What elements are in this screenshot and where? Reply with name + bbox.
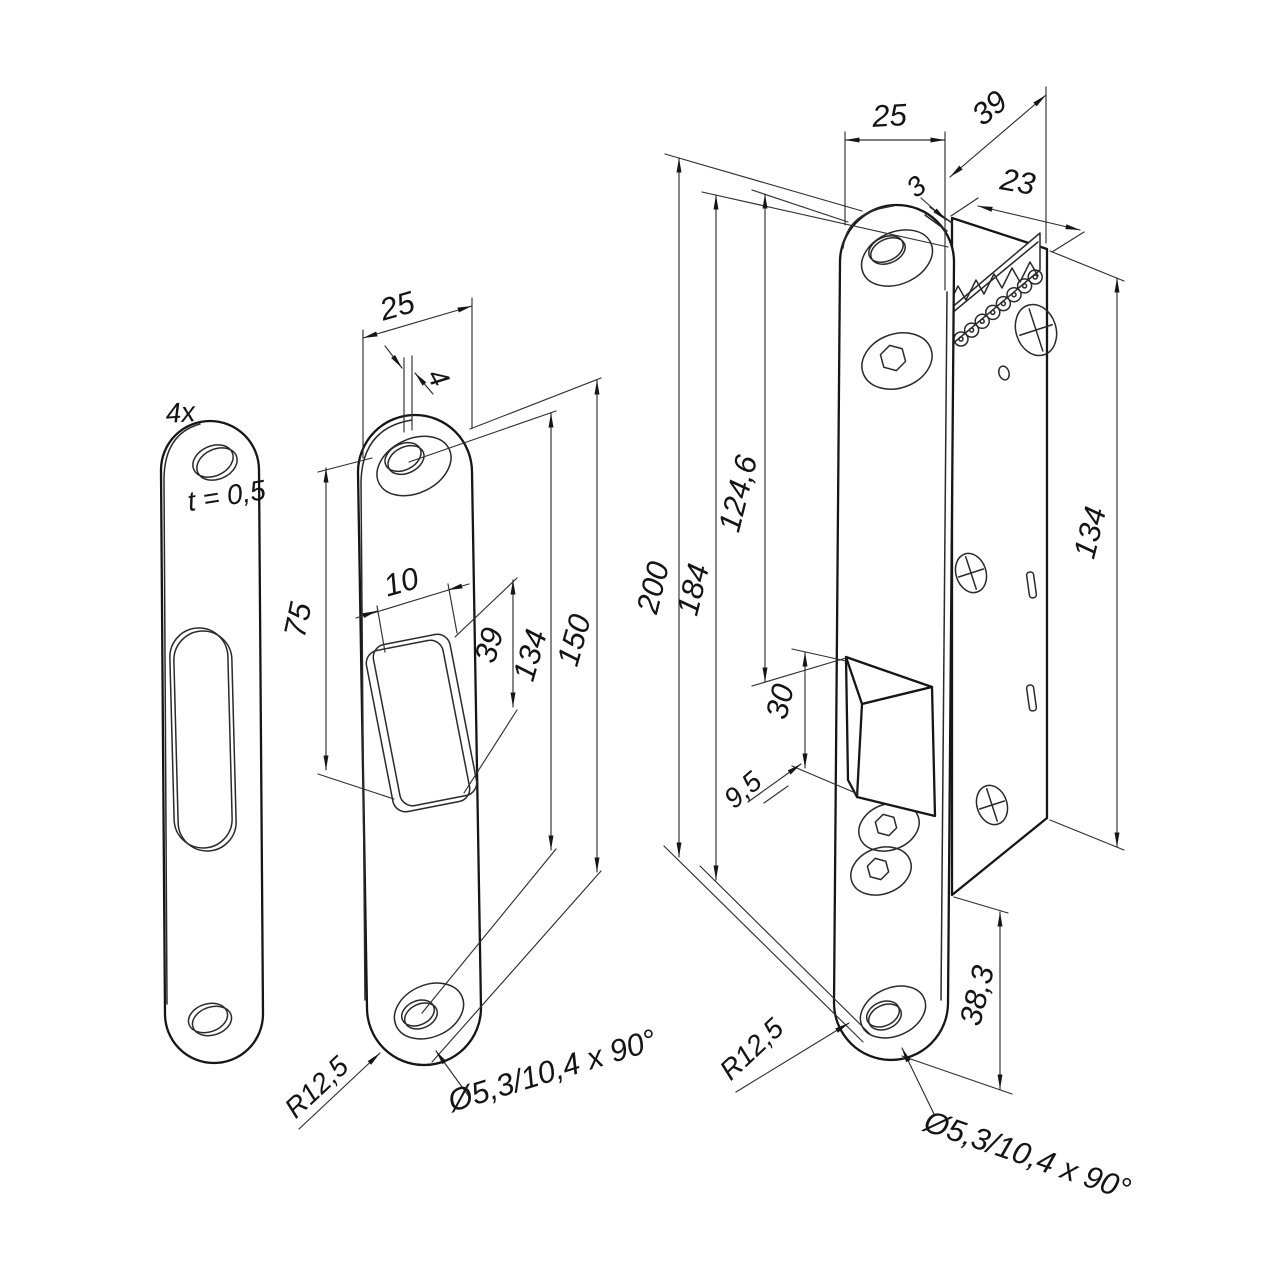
dim-lock-depth: 39 bbox=[965, 83, 1014, 132]
body-slot-1 bbox=[1025, 571, 1038, 599]
terminal-screws bbox=[953, 269, 1043, 347]
phillips-screw-top bbox=[1014, 303, 1058, 357]
dim-strike-length: 150 bbox=[550, 610, 598, 669]
lock-unit-dimensions bbox=[663, 86, 1125, 1115]
shim-plate-view bbox=[159, 419, 265, 1065]
body-small-hole bbox=[998, 365, 1010, 381]
dim-lock-body-length: 134 bbox=[1067, 503, 1113, 562]
dim-lock-body-to-end: 38,3 bbox=[953, 962, 1002, 1029]
hex-screw-lower-2 bbox=[850, 846, 912, 896]
shim-quantity-label: 4x bbox=[165, 396, 198, 429]
lock-body-side-face bbox=[950, 216, 1049, 897]
dim-lock-radius: R12,5 bbox=[714, 1012, 790, 1086]
hex-screw-upper bbox=[861, 332, 933, 390]
dim-strike-width: 25 bbox=[375, 284, 419, 328]
lock-unit-view bbox=[832, 203, 1058, 1062]
phillips-screw-mid bbox=[954, 552, 988, 594]
latch-wedge bbox=[844, 655, 937, 818]
dim-lock-latch-projection: 9,5 bbox=[718, 765, 768, 814]
dim-lock-faceplate-width: 25 bbox=[870, 97, 908, 134]
dim-lock-inner-length: 184 bbox=[670, 560, 716, 619]
strike-plate-view bbox=[356, 413, 483, 1067]
dim-lock-hole-spec: Ø5,3/10,4 x 90° bbox=[919, 1103, 1135, 1207]
strike-plate-dimensions bbox=[298, 297, 602, 1130]
dim-lock-lip-offset: 3 bbox=[900, 169, 932, 203]
dim-lock-top-to-latch: 124,6 bbox=[711, 451, 764, 535]
body-slot-2 bbox=[1025, 684, 1038, 712]
phillips-screw-low bbox=[975, 784, 1009, 826]
dim-strike-top-to-slot: 75 bbox=[277, 599, 319, 641]
dim-strike-hole-spec: Ø5,3/10,4 x 90° bbox=[443, 1022, 661, 1119]
dim-lock-latch-height: 30 bbox=[759, 680, 801, 722]
dim-lock-body-depth: 23 bbox=[997, 161, 1038, 202]
dim-strike-thickness: 4 bbox=[421, 363, 456, 391]
